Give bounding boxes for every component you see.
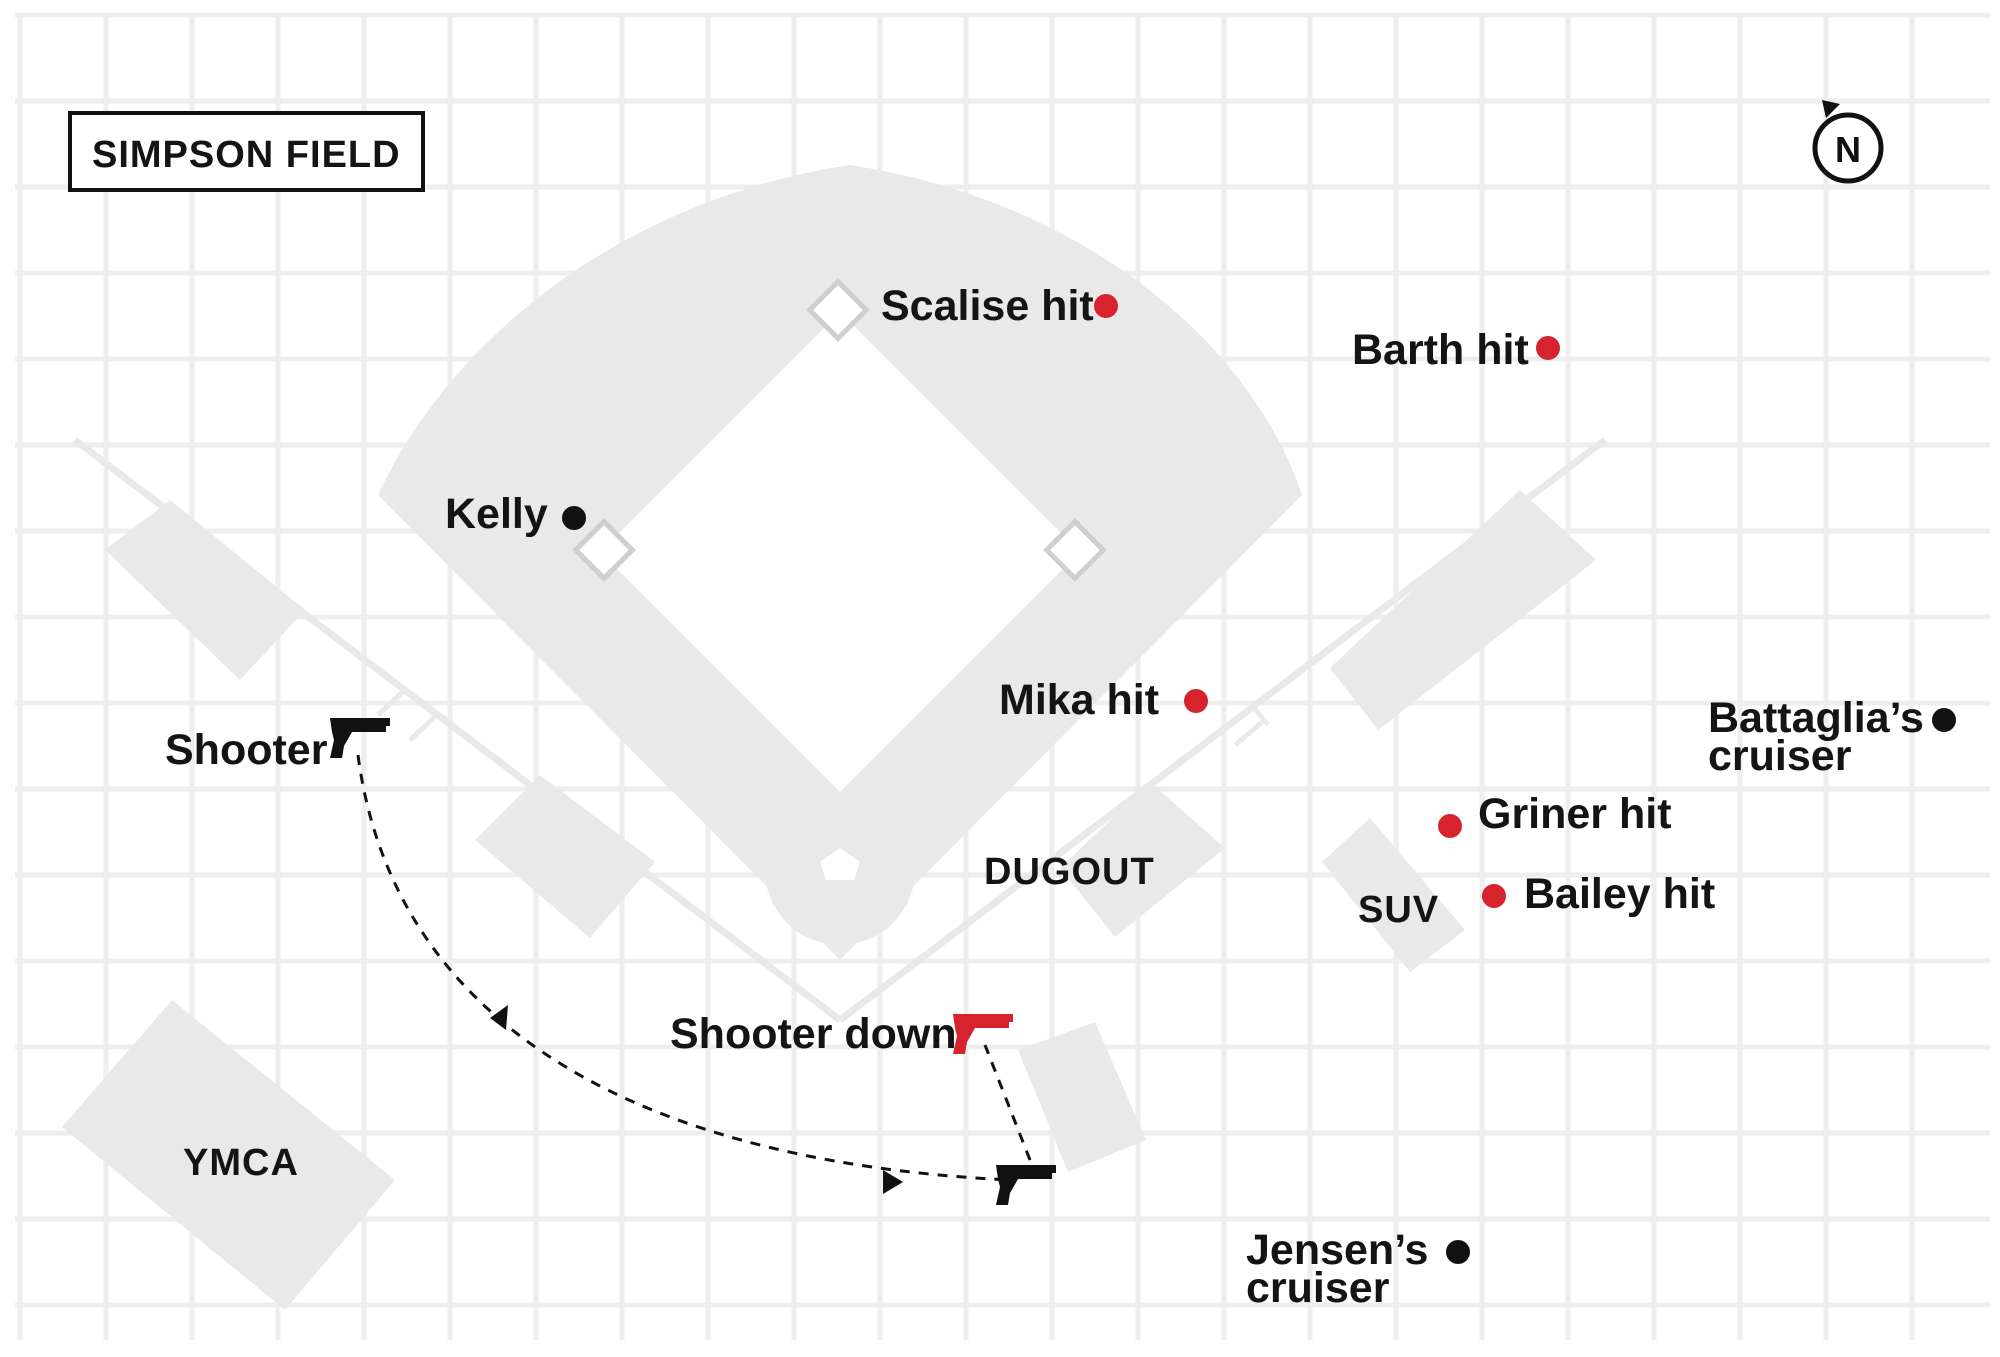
shed	[1018, 1022, 1146, 1172]
barth-marker	[1536, 336, 1560, 360]
battaglia-marker	[1932, 708, 1956, 732]
foul-line-tick-right	[1233, 703, 1270, 747]
jensen-label-line1: Jensen’s	[1246, 1226, 1428, 1274]
shooter-label: Shooter	[165, 726, 328, 774]
title-frame	[68, 111, 425, 192]
path-dashed-line	[356, 754, 1011, 1182]
title-box: SIMPSON FIELD	[68, 111, 425, 192]
dugout-label: DUGOUT	[984, 851, 1155, 893]
infield-grass	[600, 312, 1080, 792]
compass-label: N	[1835, 129, 1861, 170]
barth-label: Barth hit	[1352, 326, 1529, 374]
jensen-label-line2: cruiser	[1246, 1264, 1390, 1312]
second-base	[806, 278, 870, 342]
home-plate	[820, 848, 860, 880]
pistol-icon	[996, 1165, 1056, 1205]
bailey-label: Bailey hit	[1524, 870, 1715, 918]
third-base	[572, 518, 636, 582]
dugout-right	[1060, 782, 1225, 937]
markers: Scalise hit Barth hit Kelly Mika hit Bat…	[165, 282, 1956, 1312]
suv-shape	[1322, 818, 1465, 972]
mika-marker	[1184, 689, 1208, 713]
path-arrowhead-1	[490, 1005, 508, 1030]
map-title: SIMPSON FIELD	[92, 134, 401, 176]
mika-label: Mika hit	[999, 676, 1159, 724]
foul-line-tick-left	[376, 688, 439, 742]
griner-label: Griner hit	[1478, 790, 1672, 838]
first-base	[1043, 518, 1107, 582]
pistol-icon	[330, 718, 390, 758]
suv-label: SUV	[1358, 889, 1439, 931]
kelly-marker	[562, 506, 586, 530]
shooter-down-label: Shooter down	[670, 1010, 957, 1058]
ymca-building	[62, 1000, 395, 1310]
scalise-label: Scalise hit	[881, 282, 1094, 330]
battaglia-label-line1: Battaglia’s	[1708, 694, 1924, 742]
bleachers-left	[105, 500, 305, 680]
battaglia-label: Battaglia’s cruiser	[1708, 694, 1936, 780]
jensen-marker	[1446, 1240, 1470, 1264]
battaglia-label-line2: cruiser	[1708, 732, 1852, 780]
compass-ring	[1812, 112, 1884, 184]
bailey-marker	[1482, 884, 1506, 908]
north-arrow-icon: N	[1812, 100, 1884, 184]
bleachers-right	[1330, 490, 1596, 730]
griner-marker	[1438, 814, 1462, 838]
path-arrowhead-2	[883, 1170, 903, 1194]
scalise-marker	[1094, 294, 1118, 318]
path-dashed-line-down	[983, 1044, 1032, 1161]
kelly-label: Kelly	[445, 490, 548, 538]
compass-pointer	[1822, 100, 1840, 118]
dugout-left	[475, 775, 655, 938]
ymca-label: YMCA	[183, 1142, 299, 1184]
structures	[62, 490, 1596, 1310]
jensen-label: Jensen’s cruiser	[1246, 1226, 1440, 1312]
shooter-path	[356, 754, 1032, 1194]
